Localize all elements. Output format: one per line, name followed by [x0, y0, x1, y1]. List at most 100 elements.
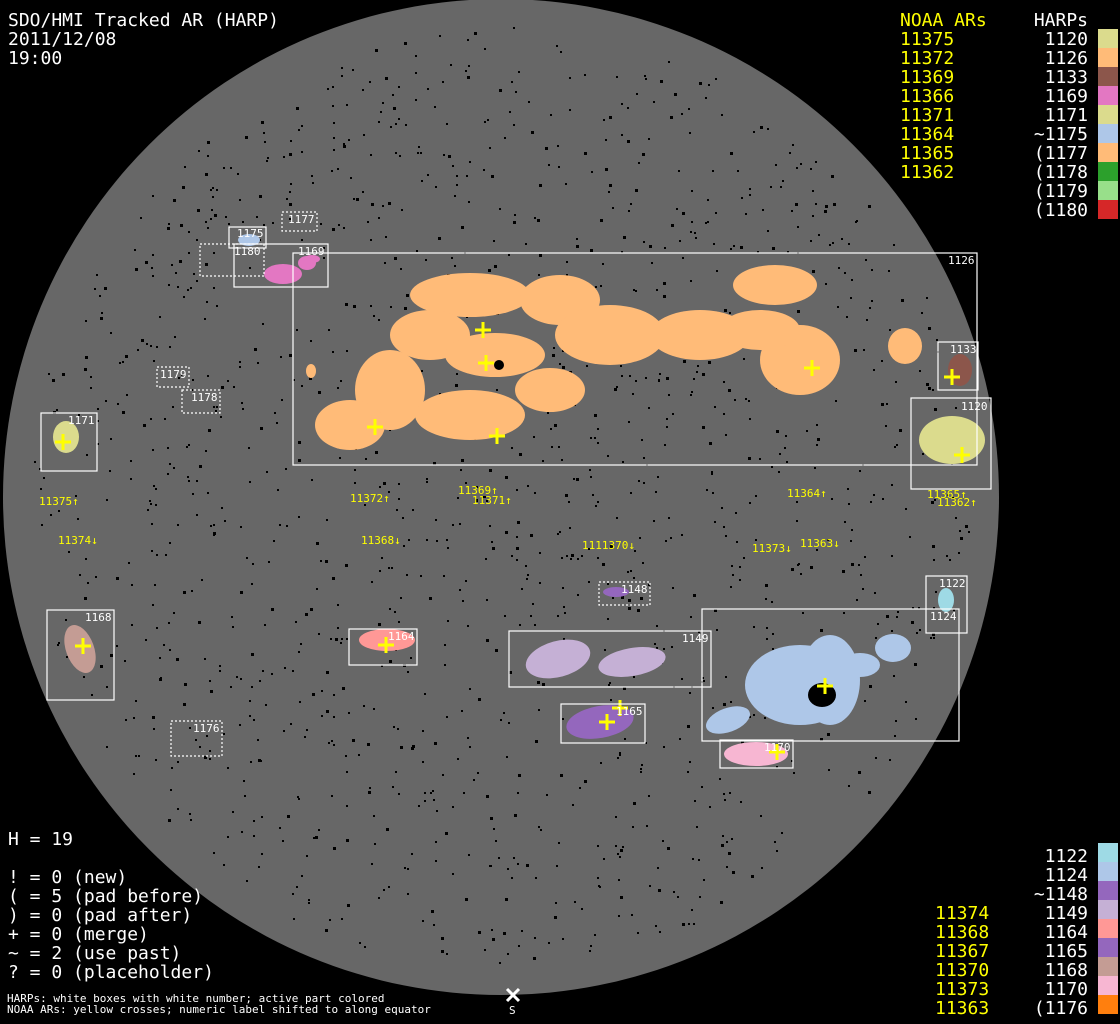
harp-box-label: 1177: [288, 213, 315, 226]
harp-color-swatch: [1098, 919, 1118, 938]
noaa-cross-icon: [378, 637, 394, 653]
harp-box-1180: [199, 243, 265, 277]
harp-box-1133: [937, 341, 979, 391]
noaa-cross-icon: [475, 322, 491, 338]
plot-title: SDO/HMI Tracked AR (HARP): [8, 10, 279, 31]
noaa-cross-icon: [954, 447, 970, 463]
legend-bottom: 11221124~114811491164116511681170(117611…: [935, 843, 1118, 1019]
noaa-legend-label: 11375: [900, 29, 954, 50]
noaa-legend-label: 11374: [935, 903, 989, 924]
noaa-crosses: [55, 322, 970, 760]
harp-color-swatch: [1098, 200, 1118, 219]
harp-color-swatch: [1098, 67, 1118, 86]
active-region-blobs: [53, 234, 985, 766]
noaa-legend-label: 11362: [900, 162, 954, 183]
harp-legend-label: (1180: [1034, 200, 1088, 221]
noaa-label: 11369↑: [458, 484, 498, 497]
harp-1168-region: [64, 625, 96, 673]
harp-box-label: 1175: [237, 227, 264, 240]
status-count-line: ~ = 2 (use past): [8, 943, 181, 964]
harp-box-1170: [719, 739, 794, 769]
harp-box-label: 1164: [388, 630, 415, 643]
harp-color-swatch: [1098, 976, 1118, 995]
harp-legend-label: 1168: [1045, 960, 1088, 981]
harp-color-swatch: [1098, 995, 1118, 1014]
noaa-legend-label: 11366: [900, 86, 954, 107]
harp-1126-region: [306, 265, 922, 450]
harp-box-label: 1149: [682, 632, 709, 645]
harp-box-1124: [701, 608, 960, 742]
noaa-cross-icon: [817, 678, 833, 694]
harp-1148-region: [603, 587, 629, 597]
noaa-label: 11373↓: [752, 542, 792, 555]
harp-box-label: 1180: [234, 245, 261, 258]
harp-box-label: 1178: [191, 391, 218, 404]
harp-color-swatch: [1098, 48, 1118, 67]
harp-heading: HARPs: [1034, 10, 1088, 31]
noaa-legend-label: 11370: [935, 960, 989, 981]
harp-legend-label: (1179: [1034, 181, 1088, 202]
noaa-label: 11371↑: [472, 494, 512, 507]
harp-1149-region-a: [525, 639, 591, 679]
harp-color-swatch: [1098, 162, 1118, 181]
plot-time: 19:00: [8, 48, 62, 69]
harp-box-1171: [40, 412, 98, 472]
harp-color-swatch: [1098, 29, 1118, 48]
harp-box-label: 1133: [950, 343, 977, 356]
harp-1171-region: [53, 421, 79, 453]
harp-legend-label: (1177: [1034, 143, 1088, 164]
noaa-cross-icon: [769, 744, 785, 760]
harp-box-label: 1169: [298, 245, 325, 258]
noaa-cross-icon: [612, 700, 628, 716]
noaa-cross-icon: [944, 369, 960, 385]
harp-box-1175: [228, 226, 267, 249]
noaa-legend-label: 11364: [900, 124, 954, 145]
harp-box-label: 1171: [68, 414, 95, 427]
harp-box-label: 1120: [961, 400, 988, 413]
noaa-label: 11372↑: [350, 492, 390, 505]
noaa-label: 11363↓: [800, 537, 840, 550]
noaa-legend-label: 11369: [900, 67, 954, 88]
noaa-cross-icon: [489, 428, 505, 444]
noaa-cross-icon: [55, 434, 71, 450]
noaa-cross-icon: [804, 360, 820, 376]
status-count-line: ( = 5 (pad before): [8, 886, 203, 907]
noaa-legend-label: 11368: [935, 922, 989, 943]
harp-legend-label: 1126: [1045, 48, 1088, 69]
harp-box-1165: [560, 703, 646, 744]
harp-legend-label: (1178: [1034, 162, 1088, 183]
harp-legend-label: 1122: [1045, 846, 1088, 867]
harp-legend-label: 1149: [1045, 903, 1088, 924]
south-label: S: [509, 1004, 516, 1017]
harp-legend-label: 1164: [1045, 922, 1088, 943]
harp-color-swatch: [1098, 862, 1118, 881]
noaa-legend-label: 11367: [935, 941, 989, 962]
harp-color-swatch: [1098, 900, 1118, 919]
status-count-line: ) = 0 (pad after): [8, 905, 192, 926]
harp-box-label: 1176: [193, 722, 220, 735]
harp-box-label: 1124: [930, 610, 957, 623]
harp-1170-region: [724, 742, 788, 766]
harp-box-1179: [156, 366, 190, 388]
harp-legend-label: 1133: [1045, 67, 1088, 88]
harp-color-swatch: [1098, 86, 1118, 105]
harp-color-swatch: [1098, 124, 1118, 143]
noaa-legend-label: 11371: [900, 105, 954, 126]
noaa-label: 11375↑: [39, 495, 79, 508]
harp-legend-label: 1169: [1045, 86, 1088, 107]
harp-box-1178: [181, 389, 221, 414]
harp-box-label: 1126: [948, 254, 975, 267]
harp-legend-label: (1176: [1034, 998, 1088, 1019]
noaa-label: 11364↑: [787, 487, 827, 500]
harp-box-1164: [348, 628, 418, 666]
harp-legend-label: 1170: [1045, 979, 1088, 1000]
harp-legend-label: ~1175: [1034, 124, 1088, 145]
footer-note-noaa: NOAA ARs: yellow crosses; numeric label …: [7, 1003, 431, 1016]
noaa-legend-label: 11373: [935, 979, 989, 1000]
harp-color-swatch: [1098, 143, 1118, 162]
sunspot: [808, 683, 836, 707]
noaa-cross-icon: [367, 419, 383, 435]
plot-date: 2011/12/08: [8, 29, 116, 50]
noaa-cross-icon: [75, 638, 91, 654]
